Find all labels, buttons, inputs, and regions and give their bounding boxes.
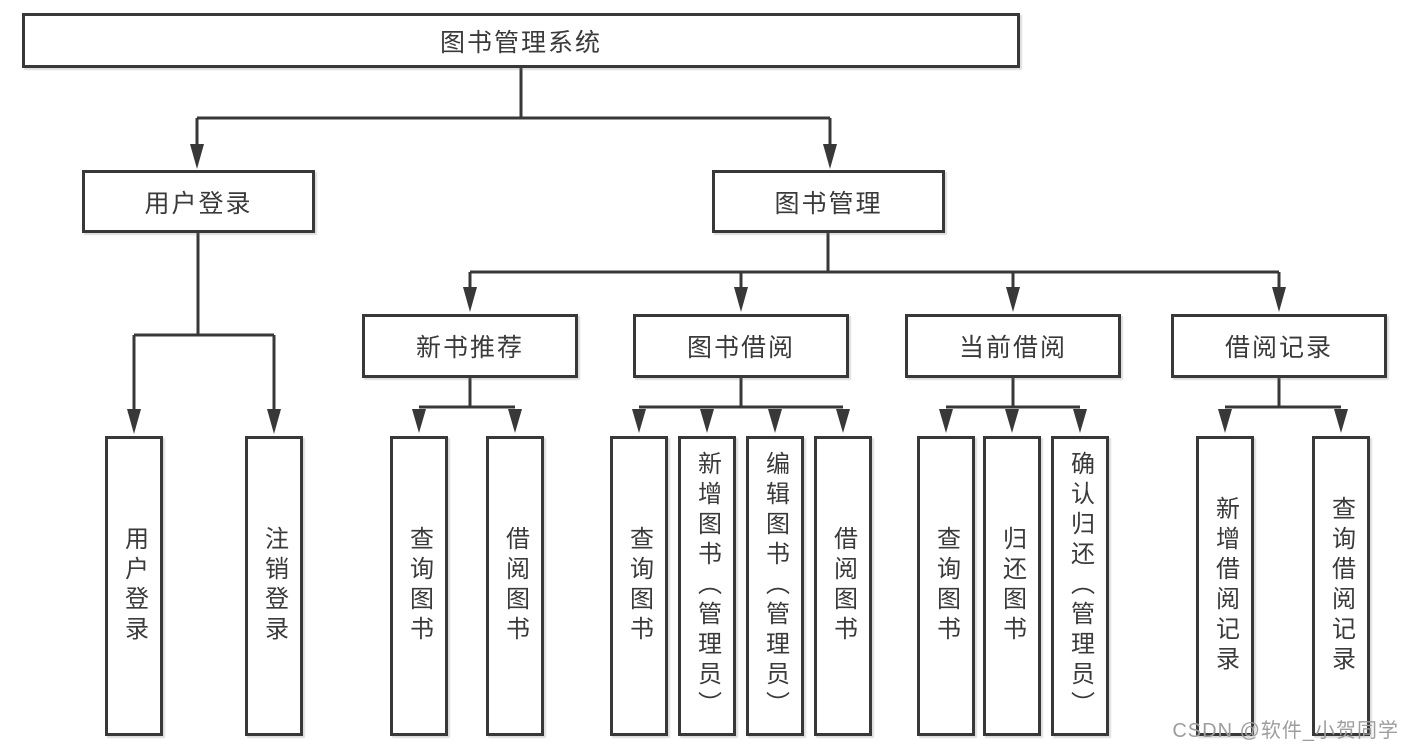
arrow-head [768, 409, 782, 433]
arrow-head [127, 409, 141, 434]
connector-borrow-record-to-leaves [1218, 378, 1348, 433]
connector-line [195, 68, 832, 146]
leaf-query-books-recommend: 查询图书 [390, 436, 448, 736]
leaf-user-login: 用户登录 [105, 436, 163, 736]
connector-current-borrow-to-leaves [939, 378, 1087, 433]
connector-new-book-recommend-to-leaves [412, 378, 522, 433]
arrow-head [939, 409, 953, 433]
leaf-add-book-admin: 新增图书（管理员） [678, 436, 736, 736]
arrow-head [1005, 409, 1019, 433]
leaf-borrow-books-recommend: 借阅图书 [486, 436, 544, 736]
connector-book-management-to-modules [463, 233, 1286, 312]
connector-line [419, 378, 515, 409]
node-current-borrow: 当前借阅 [905, 314, 1121, 378]
leaf-query-books-current: 查询图书 [917, 436, 975, 736]
leaf-edit-book-admin: 编辑图书（管理员） [746, 436, 804, 736]
arrow-head [463, 287, 477, 312]
connector-line [132, 233, 276, 411]
csdn-watermark: CSDN @软件_小贺同学 [1172, 720, 1399, 742]
arrow-head [267, 409, 281, 434]
node-book-management: 图书管理 [712, 170, 945, 233]
connector-line [946, 378, 1080, 409]
node-book-borrow: 图书借阅 [633, 314, 849, 378]
node-borrow-record: 借阅记录 [1171, 314, 1387, 378]
arrow-head [508, 409, 522, 433]
leaf-query-books-borrow: 查询图书 [610, 436, 668, 736]
leaf-logout: 注销登录 [245, 436, 303, 736]
connector-line [1225, 378, 1341, 409]
connector-root-to-branches [190, 68, 837, 169]
connector-line [468, 233, 1281, 288]
leaf-borrow-books: 借阅图书 [814, 436, 872, 736]
connector-line [639, 378, 843, 409]
arrow-head [1218, 409, 1232, 433]
arrow-head [1272, 287, 1286, 312]
arrow-head [700, 409, 714, 433]
arrow-head [632, 409, 646, 433]
arrow-head [734, 287, 748, 312]
leaf-return-book: 归还图书 [983, 436, 1041, 736]
arrow-head [836, 409, 850, 433]
connector-user-login-to-leaves [127, 233, 281, 434]
arrow-head [190, 144, 204, 169]
node-new-book-recommend: 新书推荐 [362, 314, 578, 378]
node-root-library-system: 图书管理系统 [22, 13, 1020, 68]
arrow-head [1334, 409, 1348, 433]
leaf-add-borrow-record: 新增借阅记录 [1196, 436, 1254, 736]
node-user-login: 用户登录 [82, 170, 315, 233]
arrow-head [1073, 409, 1087, 433]
arrow-head [412, 409, 426, 433]
arrow-head [1006, 287, 1020, 312]
arrow-head [823, 144, 837, 169]
leaf-query-borrow-record: 查询借阅记录 [1312, 436, 1370, 736]
connector-book-borrow-to-leaves [632, 378, 850, 433]
leaf-confirm-return-admin: 确认归还（管理员） [1051, 436, 1109, 736]
